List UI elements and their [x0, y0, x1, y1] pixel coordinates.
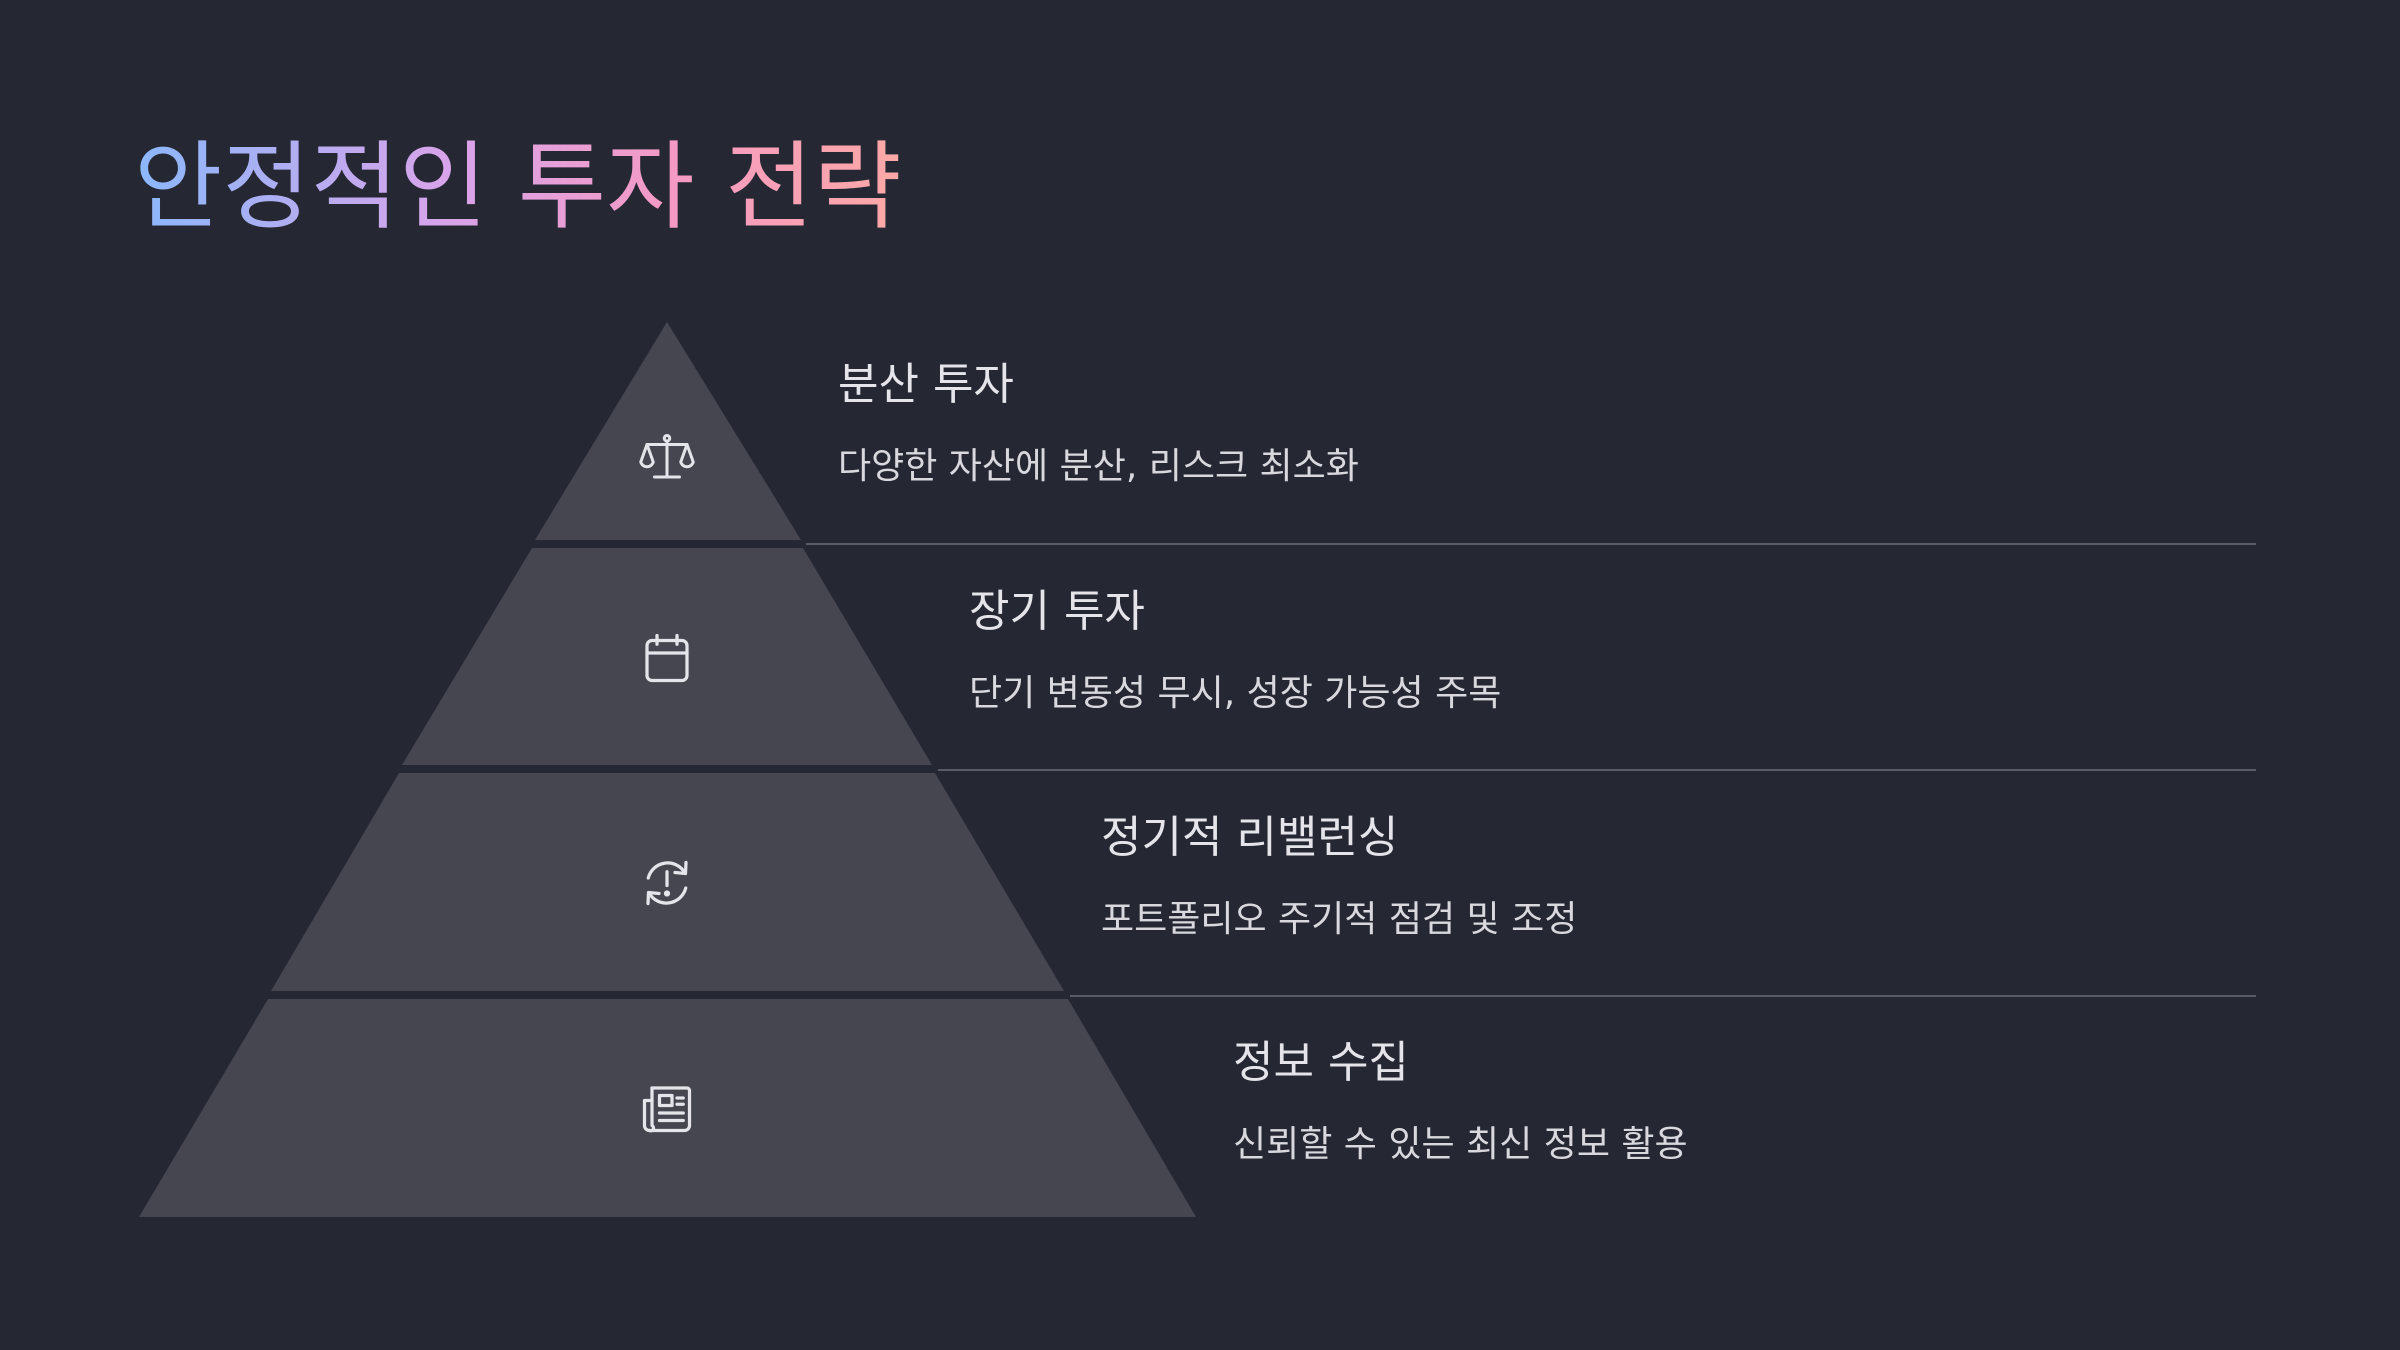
level-2-title: 장기 투자	[969, 586, 1145, 637]
slide-title: 안정적인 투자 전략	[134, 112, 902, 262]
divider-1	[806, 543, 2256, 545]
calendar-icon	[637, 628, 697, 688]
divider-3	[1070, 995, 2256, 997]
level-3-description: 포트폴리오 주기적 점검 및 조정	[1101, 899, 1578, 940]
level-3-title: 정기적 리밸런싱	[1101, 812, 1399, 863]
level-2-description: 단기 변동성 무시, 성장 가능성 주목	[969, 673, 1502, 714]
scale-icon	[637, 427, 697, 487]
level-1-description: 다양한 자산에 분산, 리스크 최소화	[838, 446, 1359, 487]
refresh-alert-icon	[637, 853, 697, 913]
level-1-title: 분산 투자	[838, 359, 1014, 410]
pyramid-level-2	[402, 548, 932, 765]
pyramid-level-1	[535, 322, 801, 540]
newspaper-icon	[637, 1078, 697, 1138]
pyramid-level-4	[139, 999, 1196, 1217]
level-4-description: 신뢰할 수 있는 최신 정보 활용	[1233, 1124, 1688, 1165]
divider-2	[938, 769, 2256, 771]
level-4-title: 정보 수집	[1233, 1037, 1409, 1088]
